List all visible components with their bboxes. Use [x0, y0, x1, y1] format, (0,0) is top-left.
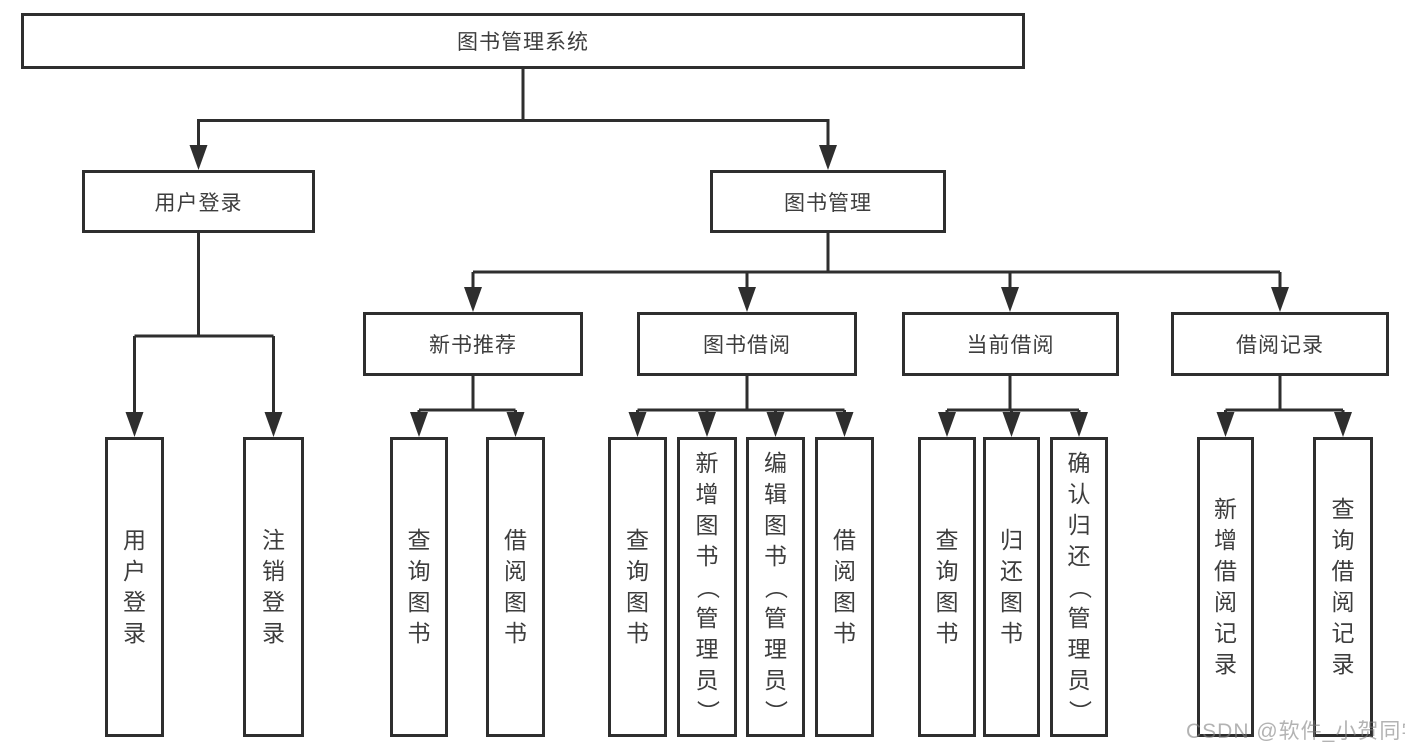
- node-label: 新增图书（管理员）: [694, 449, 721, 723]
- node-label: 用户登录: [123, 527, 146, 646]
- leaf-add-book-admin: 新增图书（管理员）: [677, 437, 737, 737]
- node-label: 新书推荐: [429, 334, 517, 357]
- leaf-borrow-books: 借阅图书: [815, 437, 874, 737]
- node-label: 借阅图书: [504, 527, 527, 646]
- node-label: 借阅记录: [1236, 334, 1324, 357]
- leaf-logout: 注销登录: [243, 437, 304, 737]
- node-label: 借阅图书: [833, 527, 856, 646]
- node-label: 用户登录: [154, 191, 243, 215]
- node-label: 图书管理系统: [457, 31, 589, 54]
- node-label: 编辑图书（管理员）: [763, 449, 789, 723]
- node-label: 查询图书: [935, 527, 959, 646]
- node-borrowing-records: 借阅记录: [1171, 312, 1389, 376]
- leaf-edit-book-admin: 编辑图书（管理员）: [746, 437, 805, 737]
- node-book-management: 图书管理: [710, 170, 946, 233]
- node-label: 查询图书: [626, 527, 649, 646]
- node-new-book-recommend: 新书推荐: [363, 312, 583, 376]
- leaf-confirm-return-admin: 确认归还（管理员）: [1050, 437, 1108, 737]
- leaf-add-borrow-record: 新增借阅记录: [1197, 437, 1254, 737]
- csdn-watermark: CSDN @软件_小贺同学: [1186, 720, 1405, 743]
- node-label: 查询图书: [407, 527, 431, 646]
- leaf-query-books-recommend: 查询图书: [390, 437, 448, 737]
- node-label: 归还图书: [1000, 527, 1023, 646]
- leaf-borrow-books-recommend: 借阅图书: [486, 437, 545, 737]
- leaf-query-books-current: 查询图书: [918, 437, 976, 737]
- node-label: 当前借阅: [966, 334, 1055, 357]
- leaf-user-login: 用户登录: [105, 437, 164, 737]
- leaf-query-books-borrowing: 查询图书: [608, 437, 667, 737]
- node-label: 注销登录: [262, 527, 285, 646]
- node-label: 确认归还（管理员）: [1066, 449, 1093, 723]
- node-label: 新增借阅记录: [1214, 496, 1237, 677]
- node-label: 图书管理: [784, 191, 872, 215]
- node-label: 图书借阅: [703, 334, 791, 357]
- node-current-borrowing: 当前借阅: [902, 312, 1119, 376]
- node-user-login: 用户登录: [82, 170, 315, 233]
- node-root-system: 图书管理系统: [21, 13, 1025, 69]
- node-book-borrowing: 图书借阅: [637, 312, 857, 376]
- leaf-return-books: 归还图书: [983, 437, 1040, 737]
- node-label: 查询借阅记录: [1331, 496, 1355, 677]
- leaf-query-borrow-record: 查询借阅记录: [1313, 437, 1373, 737]
